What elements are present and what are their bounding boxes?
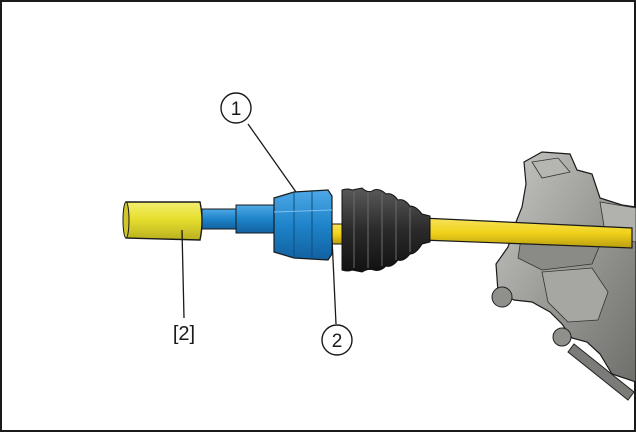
callout-2-label: 2 <box>332 331 343 352</box>
cv-boot <box>341 187 431 273</box>
callout-1-label: 1 <box>231 99 242 120</box>
callout-1-leader <box>247 123 297 193</box>
reference-2: [2] <box>173 229 195 345</box>
callout-2-leader <box>331 237 337 325</box>
callout-1: 1 <box>220 92 297 193</box>
callout-2: 2 <box>321 237 353 356</box>
transmission-housing <box>491 151 636 401</box>
callout-2-circle <box>321 324 353 356</box>
special-tool <box>122 201 203 241</box>
reference-2-leader <box>181 229 185 319</box>
cv-joint <box>201 189 333 261</box>
reference-2-label: [2] <box>173 323 195 345</box>
callout-1-circle <box>220 92 252 124</box>
